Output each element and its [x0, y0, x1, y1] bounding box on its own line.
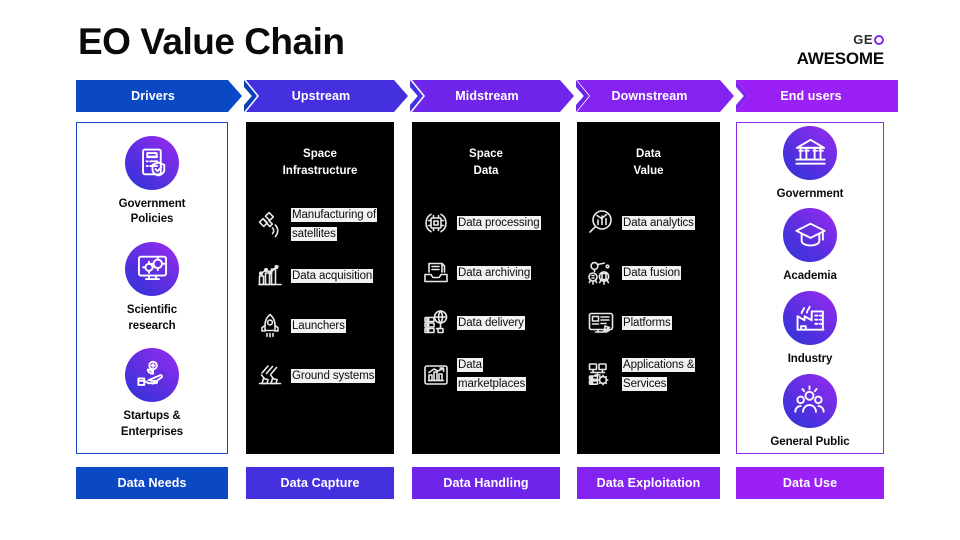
list-item[interactable]: Data delivery: [412, 306, 560, 340]
applications-network-icon: [586, 360, 616, 390]
stage-header-downstream[interactable]: Downstream: [577, 80, 734, 112]
bar-chart-icon: [255, 261, 285, 291]
list-item[interactable]: Data analytics: [577, 206, 720, 240]
item-label: Platforms: [623, 316, 671, 329]
stage-band-shape: [736, 80, 898, 112]
stage-band-shape: [246, 80, 408, 112]
item-label: Data analytics: [623, 216, 694, 229]
list-item[interactable]: Data processing: [412, 206, 560, 240]
classical-building-icon: [783, 125, 837, 180]
hand-plant-idea-icon: [125, 348, 179, 403]
processing-chip-icon: [421, 208, 451, 238]
item-label: Applications & Services: [623, 359, 695, 390]
stage-header-drivers[interactable]: Drivers: [76, 80, 242, 112]
page-title: EO Value Chain: [78, 21, 345, 62]
item-label: Government: [776, 187, 844, 200]
brand-logo: GE AWESOME: [796, 32, 885, 68]
item-label: Data marketplaces: [458, 359, 526, 390]
rocket-icon: [255, 311, 285, 341]
logo-circle-icon: [874, 34, 884, 45]
platform-monitor-icon: [586, 308, 616, 338]
item-label: General Public: [770, 435, 850, 448]
list-item[interactable]: Data marketplaces: [412, 356, 560, 393]
footer-label-3[interactable]: Data Exploitation: [577, 467, 720, 499]
item-label: Data delivery: [458, 316, 524, 329]
item-label: Industry: [787, 353, 833, 365]
list-item[interactable]: Industry: [783, 291, 837, 368]
stage-band-shape: [577, 80, 734, 112]
people-group-icon: [782, 373, 837, 428]
factory-icon: [783, 291, 837, 345]
policy-document-icon: [125, 135, 179, 190]
stage-label: Upstream: [291, 89, 351, 103]
stage-label: Midstream: [455, 89, 519, 103]
list-item[interactable]: Government: [776, 125, 844, 203]
stage-band-shape: [76, 80, 242, 112]
list-item[interactable]: Ground systems: [246, 359, 394, 393]
item-label: Startups &Enterprises: [120, 410, 184, 438]
item-label: Data acquisition: [292, 269, 373, 282]
stage-label: Downstream: [611, 89, 688, 103]
ground-station-icon: [255, 361, 285, 391]
item-label: Ground systems: [292, 369, 375, 382]
list-item[interactable]: Manufacturing of satellites: [246, 206, 394, 243]
list-item[interactable]: Platforms: [577, 306, 720, 340]
list-item[interactable]: Academia: [783, 208, 837, 285]
footer-label-4[interactable]: Data Use: [736, 467, 884, 499]
list-item[interactable]: Data archiving: [412, 256, 560, 290]
satellite-icon: [255, 210, 285, 240]
item-label: Launchers: [292, 319, 345, 332]
list-item[interactable]: Data acquisition: [246, 259, 394, 293]
fusion-nodes-icon: [586, 258, 616, 288]
stage-header-row: Drivers Upstream Midstream Downstream End us…: [0, 80, 960, 112]
list-item[interactable]: Data fusion: [577, 256, 720, 290]
stage-header-end-users[interactable]: End users: [736, 80, 898, 112]
stage-label: End users: [780, 89, 842, 103]
list-item[interactable]: Startups &Enterprises: [121, 348, 183, 440]
server-globe-icon: [421, 308, 451, 338]
logo-geo-text: GE: [853, 33, 884, 46]
item-label: Data archiving: [458, 266, 531, 279]
logo-awesome-text: AWESOME: [796, 49, 885, 68]
stage-header-midstream[interactable]: Midstream: [412, 80, 574, 112]
item-label: Data processing: [458, 216, 540, 229]
stage-header-upstream[interactable]: Upstream: [246, 80, 408, 112]
item-label: Data fusion: [623, 266, 681, 279]
footer-label-0[interactable]: Data Needs: [76, 467, 228, 499]
graduation-cap-icon: [783, 208, 837, 263]
item-label: Academia: [783, 270, 837, 283]
item-label: Manufacturing of satellites: [292, 209, 377, 240]
logo-geo-letters: GE: [853, 32, 873, 47]
list-item[interactable]: General Public: [770, 373, 850, 451]
chart-growth-icon: [421, 360, 451, 390]
stage-label: Drivers: [131, 89, 175, 103]
stage-band-shape: [412, 80, 574, 112]
list-item[interactable]: Applications & Services: [577, 356, 720, 393]
footer-label-2[interactable]: Data Handling: [412, 467, 560, 499]
footer-label-1[interactable]: Data Capture: [246, 467, 394, 499]
monitor-gears-icon: [125, 241, 179, 296]
archive-tray-icon: [421, 258, 451, 288]
magnifier-chart-icon: [586, 208, 616, 238]
list-item[interactable]: Launchers: [246, 309, 394, 343]
